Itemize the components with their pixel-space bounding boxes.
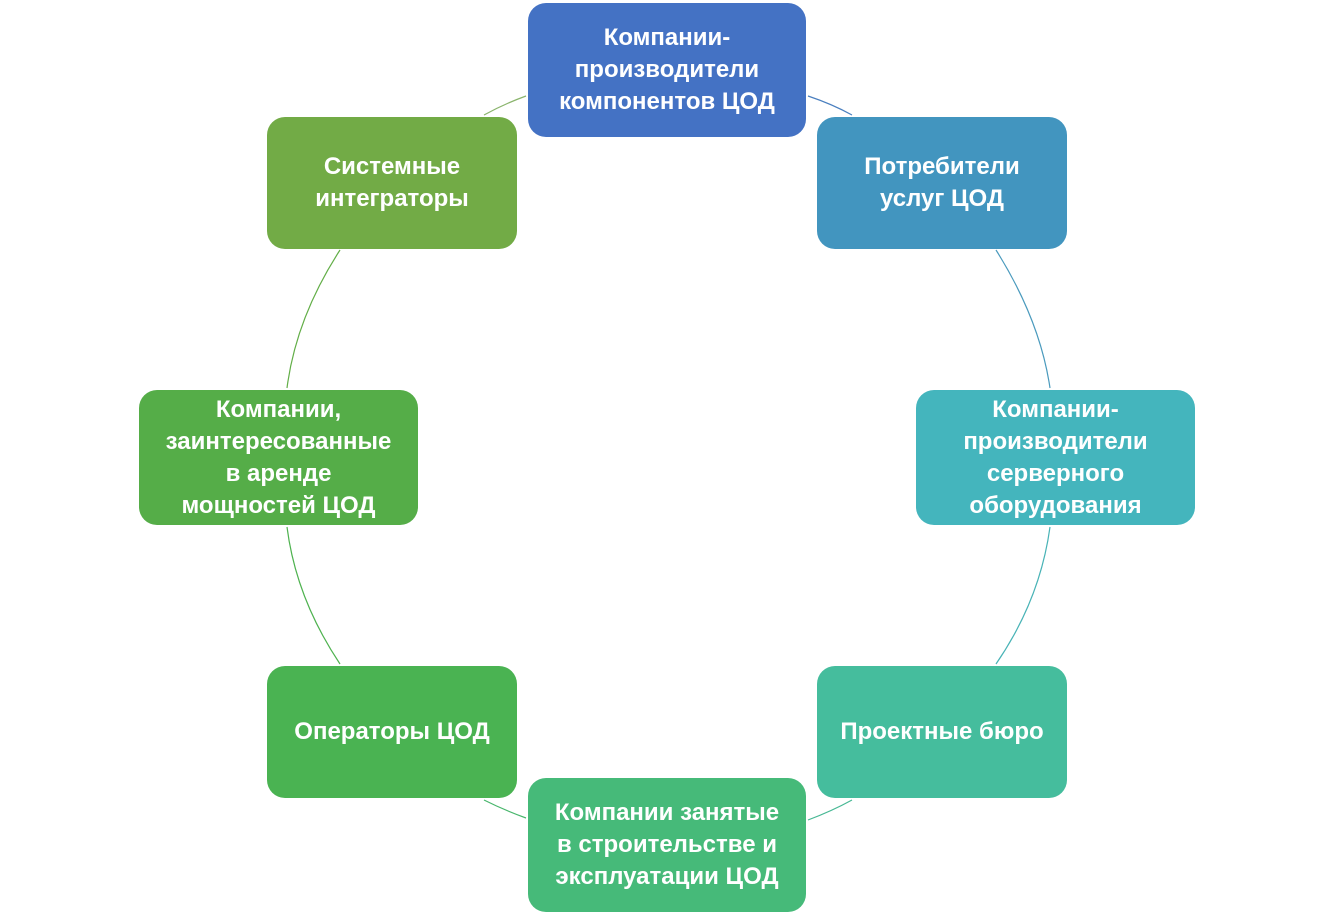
arc-construction-operators xyxy=(483,799,527,819)
node-label: Компании, заинтересованные в аренде мощн… xyxy=(165,395,392,519)
node-server-manufacturers: Компании- производители серверного обору… xyxy=(916,390,1195,525)
arc-design-construction xyxy=(807,799,853,821)
arc-rental-integrators xyxy=(286,249,341,389)
node-label: Компании- производители компонентов ЦОД xyxy=(559,24,775,115)
node-rental-companies: Компании, заинтересованные в аренде мощн… xyxy=(139,390,418,525)
node-design-bureaus: Проектные бюро xyxy=(817,666,1067,798)
arc-consumers-servers xyxy=(995,249,1051,389)
node-construction-companies: Компании занятые в строительстве и экспл… xyxy=(528,778,806,912)
node-label: Компании- производители серверного обору… xyxy=(963,395,1148,519)
arc-components-consumers xyxy=(807,95,853,116)
arc-integrators-components xyxy=(483,95,527,116)
node-label: Компании занятые в строительстве и экспл… xyxy=(554,799,780,890)
node-label: Системные интеграторы xyxy=(315,153,469,212)
node-label: Проектные бюро xyxy=(840,718,1044,745)
node-service-consumers: Потребители услуг ЦОД xyxy=(817,117,1067,249)
arc-operators-rental xyxy=(286,526,341,665)
node-system-integrators: Системные интеграторы xyxy=(267,117,517,249)
node-label: Потребители услуг ЦОД xyxy=(864,153,1020,212)
node-operators: Операторы ЦОД xyxy=(267,666,517,798)
node-components-manufacturers: Компании- производители компонентов ЦОД xyxy=(528,3,806,137)
node-label: Операторы ЦОД xyxy=(294,718,490,745)
arc-servers-design xyxy=(995,526,1051,665)
